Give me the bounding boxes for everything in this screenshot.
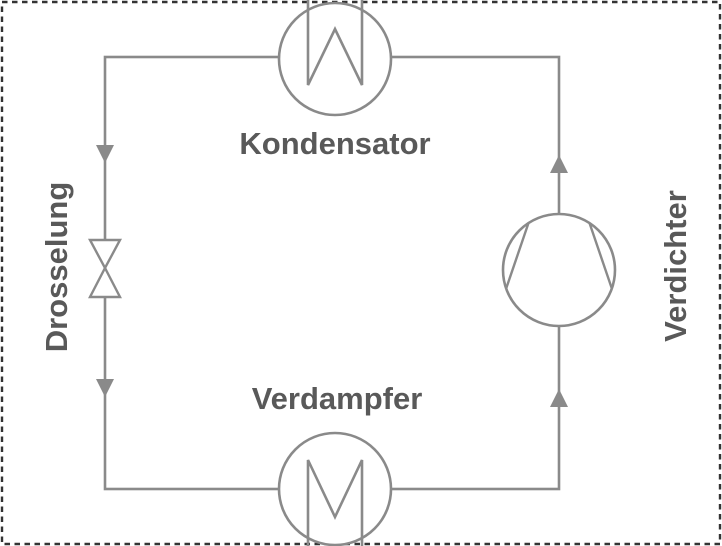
throttle-label: Drosselung xyxy=(39,181,74,353)
compressor-icon xyxy=(501,212,617,328)
evaporator-icon xyxy=(277,431,393,546)
compressor-label: Verdichter xyxy=(658,190,693,342)
evaporator-label: Verdampfer xyxy=(251,381,423,416)
flow-arrow-down-upper-left-icon xyxy=(96,145,114,163)
condenser-icon xyxy=(277,0,393,117)
flow-arrow-down-lower-left-icon xyxy=(96,379,114,397)
throttle-valve-icon xyxy=(87,238,123,299)
condenser-label: Kondensator xyxy=(239,126,431,161)
circuit-loop xyxy=(103,55,561,491)
flow-arrow-up-upper-right-icon xyxy=(550,155,568,173)
flow-arrow-up-lower-right-icon xyxy=(550,389,568,407)
